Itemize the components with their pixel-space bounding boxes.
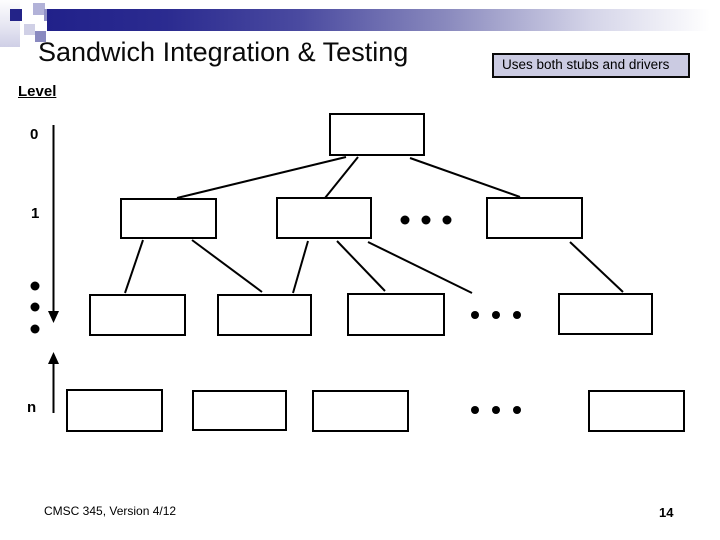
- tree-node-mid-4: [558, 293, 653, 335]
- deco-square-small-light: [24, 24, 35, 35]
- tree-node-l1-1: [120, 198, 217, 239]
- callout-stubs-drivers: Uses both stubs and drivers: [492, 53, 690, 78]
- level-axis-label: Level: [18, 83, 57, 100]
- tree-node-n-1: [66, 389, 163, 432]
- footer-course: CMSC 345, Version 4/12: [44, 504, 177, 518]
- tree-node-mid-1: [89, 294, 186, 336]
- tree-edges: [124, 156, 624, 294]
- tree-node-n-2: [192, 390, 287, 431]
- slide-title: Sandwich Integration & Testing: [38, 37, 409, 67]
- ellipsis-row2: [471, 311, 521, 319]
- up-arrow-icon: [48, 352, 59, 413]
- ellipsis-level1: [400, 215, 452, 225]
- deco-square-small-medium: [35, 31, 46, 42]
- down-arrow-icon: [48, 125, 59, 323]
- deco-square-navy: [10, 9, 22, 21]
- tree-node-n-3: [312, 390, 409, 432]
- tree-node-mid-2: [217, 294, 312, 336]
- tree-node-mid-3: [347, 293, 445, 336]
- level-n-label: n: [27, 399, 37, 416]
- tree-node-l0: [329, 113, 425, 156]
- deco-square-light: [33, 3, 45, 15]
- tree-node-n-4: [588, 390, 685, 432]
- ellipsis-left-vertical: [30, 281, 40, 334]
- tree-node-l1-3: [486, 197, 583, 239]
- ellipsis-rown: [471, 406, 521, 414]
- page-number: 14: [659, 505, 674, 520]
- level-1-label: 1: [31, 205, 40, 222]
- level-0-label: 0: [30, 126, 39, 143]
- tree-node-l1-2: [276, 197, 372, 239]
- deco-gradient-bar: [47, 9, 710, 31]
